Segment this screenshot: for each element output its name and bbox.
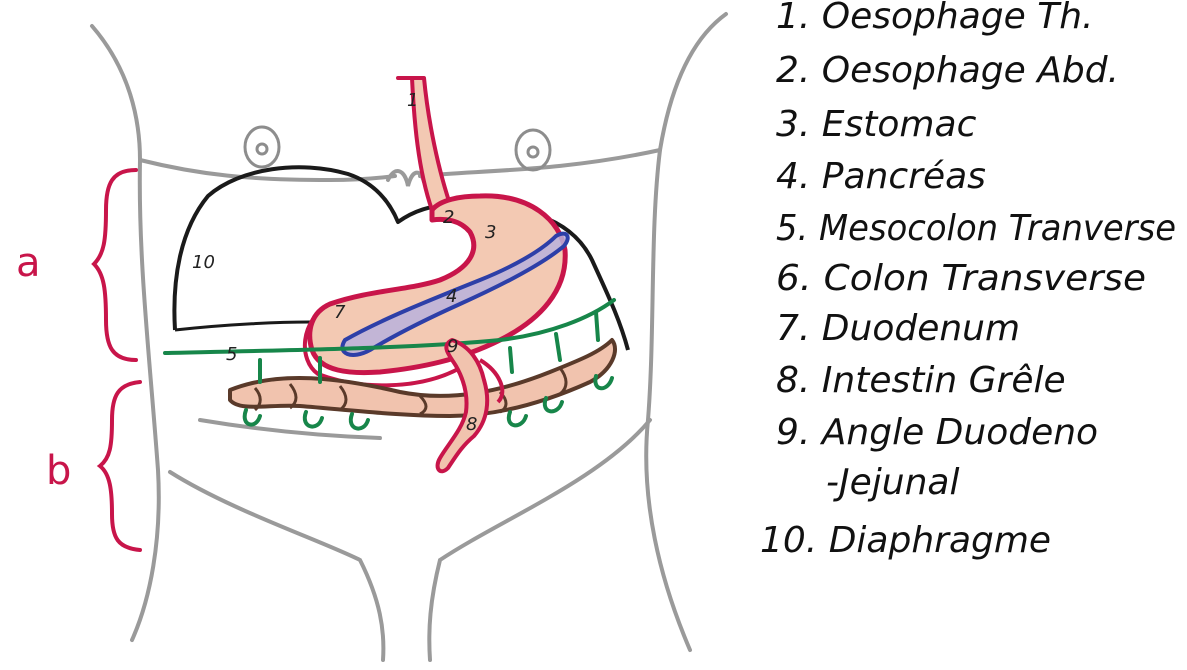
groin-right: [429, 420, 650, 660]
legend-item-2: 2. Oesophage Abd.: [776, 50, 1119, 91]
legend-item-7: 7. Duodenum: [776, 308, 1020, 349]
mesocolon-stem-5: [596, 312, 598, 340]
legend-item-9: 9. Angle Duodeno: [776, 412, 1098, 453]
brace-label-b: b: [46, 448, 71, 494]
label-9: 9: [447, 336, 458, 357]
mesocolon-loop-4: [509, 412, 526, 425]
brace-group: [94, 170, 140, 550]
nipple-right-inner: [528, 147, 538, 157]
nipple-left-outer: [245, 127, 279, 167]
legend-item-8: 8. Intestin Grêle: [776, 360, 1066, 401]
legend-item-3: 3. Estomac: [776, 104, 977, 145]
mesocolon-loop-1: [245, 410, 260, 425]
nipples: [245, 127, 550, 170]
label-5: 5: [226, 344, 237, 365]
brace-label-a: a: [16, 240, 41, 286]
label-3: 3: [485, 222, 496, 243]
brace-a: [94, 170, 136, 360]
chest-line-right: [420, 150, 660, 176]
brace-b: [100, 382, 140, 550]
nipple-right-outer: [516, 130, 550, 170]
label-2: 2: [443, 207, 454, 228]
legend-item-10: 10. Diaphragme: [760, 520, 1051, 561]
label-8: 8: [466, 414, 477, 435]
legend: 1. Oesophage Th. 2. Oesophage Abd. 3. Es…: [760, 0, 1176, 561]
legend-item-5: 5. Mesocolon Tranverse: [776, 208, 1176, 249]
legend-item-9-continued: -Jejunal: [826, 462, 959, 503]
nipple-left-inner: [257, 144, 267, 154]
label-7: 7: [334, 302, 346, 323]
mesocolon-stem-4: [556, 334, 560, 360]
mesocolon-loop-5: [545, 398, 562, 411]
label-10: 10: [192, 252, 215, 273]
legend-item-4: 4. Pancréas: [776, 156, 986, 197]
label-4: 4: [446, 286, 457, 307]
mesocolon-loop-2: [305, 412, 322, 427]
mesocolon-loop-3: [351, 414, 368, 429]
legend-item-1: 1. Oesophage Th.: [776, 0, 1093, 37]
groin-left: [170, 472, 383, 660]
diaphragm-inner: [175, 322, 310, 330]
label-1: 1: [407, 90, 418, 111]
right-shoulder-line: [646, 14, 726, 650]
sternum-notch: [388, 171, 424, 186]
legend-item-6: 6. Colon Transverse: [776, 258, 1146, 299]
mesocolon-stem-3: [510, 348, 512, 372]
